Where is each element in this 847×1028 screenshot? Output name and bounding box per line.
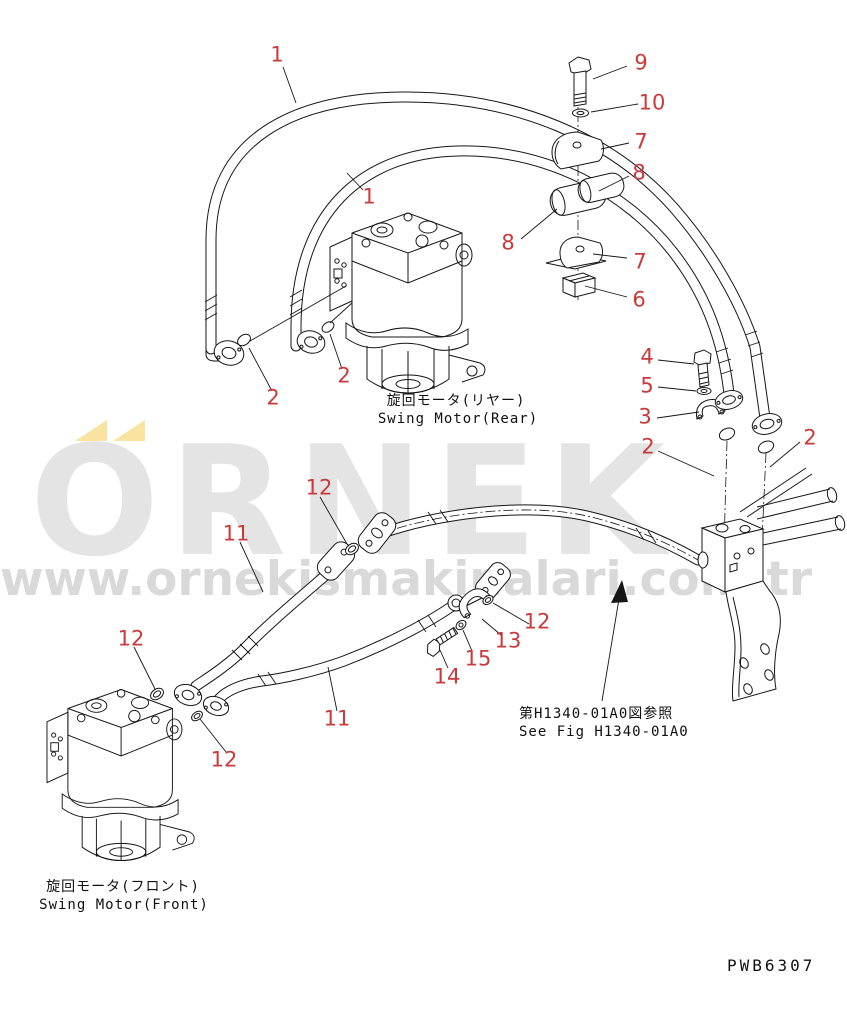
flange-tube-left [357,512,397,554]
bolt-14 [426,626,459,657]
label-swing-motor-front-jp: 旋回モータ(フロント) [46,879,200,895]
figure-code: PWB6307 [727,956,816,975]
elbow-flange-hose-11-lower [202,695,230,717]
block-6 [561,272,597,298]
callout-number-1: 1 [362,184,376,209]
callout-number-5: 5 [640,373,654,398]
callout-number-8: 8 [632,160,646,185]
callout-number-4: 4 [640,344,654,369]
callout-number-15: 15 [464,646,492,671]
mounting-bracket [724,580,781,702]
callout-number-1: 1 [270,42,284,67]
hose-end-flanges [714,390,783,435]
clamp-7-upper [551,131,604,170]
callout-number-2: 2 [337,363,351,388]
clamp-7-lower [545,236,607,270]
callout-number-6: 6 [632,287,646,312]
tube-to-valve [374,504,704,566]
callout-number-2: 2 [641,434,655,459]
label-swing-motor-front-en: Swing Motor(Front) [39,897,209,913]
callout-number-12: 12 [305,475,333,500]
watermark-url: www.ornekismakinalari.com.tr [0,552,813,607]
label-see-fig-jp: 第H1340-01A0図参照 [519,706,674,722]
bolt-4 [693,349,712,388]
oring-2-left-pair [237,321,335,347]
washer-10 [572,108,589,118]
hose-1-inner [290,145,735,400]
label-see-fig-en: See Fig H1340-01A0 [519,724,689,740]
clamp-8-pair [549,172,625,216]
washer-5 [696,387,712,395]
callout-number-2: 2 [266,385,280,410]
hose-elbow-flanges-left [205,330,326,366]
callout-number-11: 11 [222,521,250,546]
callout-number-7: 7 [634,129,648,154]
callout-number-3: 3 [638,404,652,429]
callout-number-14: 14 [433,664,461,689]
label-swing-motor-rear-en: Swing Motor(Rear) [377,411,539,427]
callout-number-11: 11 [323,706,351,731]
swing-motor-front [46,689,195,861]
callout-number-12: 12 [210,747,238,772]
swing-motor-rear [329,212,486,394]
hose-hatching [204,289,764,687]
elbow-flange-hose-11-upper [173,683,203,707]
callout-leader-lines [133,65,801,753]
callout-number-8: 8 [501,230,515,255]
callout-number-2: 2 [803,425,817,450]
callout-number-12: 12 [117,626,145,651]
callout-number-13: 13 [494,628,522,653]
callout-number-12: 12 [523,609,551,634]
hose-1-outer [205,91,771,424]
hose-11-lower [213,601,457,705]
callout-number-9: 9 [634,50,648,75]
clamp-stack [545,56,625,300]
callout-number-10: 10 [638,90,666,115]
callout-number-7: 7 [633,249,647,274]
washer-15 [455,619,467,631]
valve-block [697,518,765,593]
plug-2-right-pair [718,427,775,547]
right-tubes [739,467,846,546]
see-fig-arrow [601,580,628,702]
bolt-9 [568,56,592,107]
orings-12 [150,542,494,722]
label-swing-motor-rear-jp: 旋回モータ(リヤー) [386,393,526,409]
hose-11-upper [190,561,341,692]
